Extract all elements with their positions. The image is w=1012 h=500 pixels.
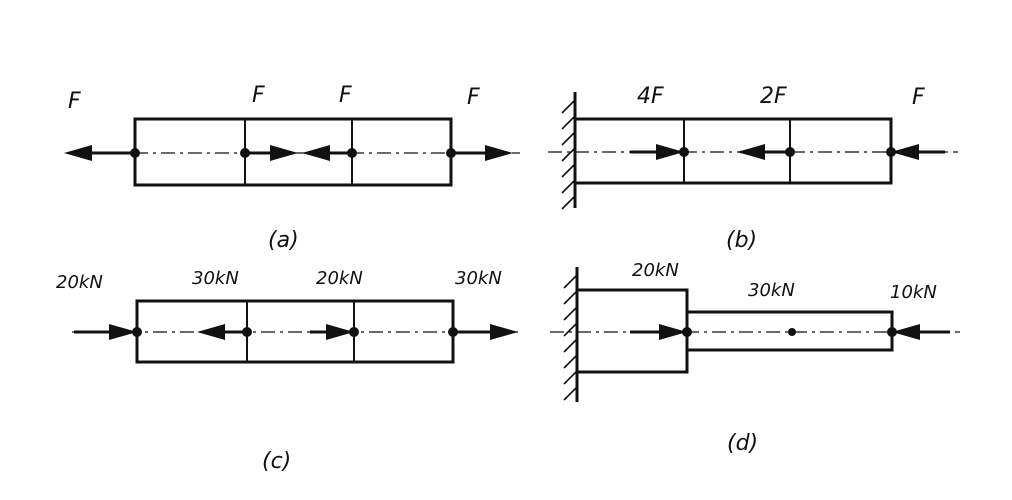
caption-a: (a) <box>268 228 299 253</box>
force-label-d-3: 10kN <box>890 282 937 303</box>
force-arrow-a-3 <box>302 145 352 161</box>
load-point-b-2 <box>785 147 795 157</box>
load-point-b-1 <box>679 147 689 157</box>
load-point-a-4 <box>446 148 456 158</box>
force-arrow-d-2 <box>892 324 950 340</box>
bar-b <box>573 117 893 185</box>
fixed-support-d <box>563 267 579 402</box>
panel-a: F F F F (a) <box>64 83 520 253</box>
force-arrow-a-2 <box>245 145 298 161</box>
caption-c: (c) <box>262 449 291 474</box>
force-label-b-2: 2F <box>760 84 787 109</box>
caption-d: (d) <box>727 431 758 456</box>
force-arrow-c-4 <box>453 324 518 340</box>
force-arrow-a-4 <box>451 145 513 161</box>
force-label-b-1: 4F <box>637 84 664 109</box>
panel-d: 20kN 30kN 10kN (d) <box>550 260 960 456</box>
load-point-d-1 <box>682 327 692 337</box>
force-arrow-b-1 <box>630 144 684 160</box>
force-label-d-1: 20kN <box>632 260 679 281</box>
load-point-c-1 <box>132 327 142 337</box>
force-label-a-2: F <box>252 83 265 108</box>
load-point-a-3 <box>347 148 357 158</box>
load-point-c-2 <box>242 327 252 337</box>
load-point-c-4 <box>448 327 458 337</box>
force-label-a-1: F <box>68 89 81 114</box>
fixed-support-b <box>561 92 577 210</box>
force-label-c-2: 30kN <box>192 268 239 289</box>
load-point-c-3 <box>349 327 359 337</box>
force-label-c-3: 20kN <box>316 268 363 289</box>
force-label-a-3: F <box>339 83 352 108</box>
load-point-d-2 <box>788 328 796 336</box>
force-arrow-d-1 <box>630 324 687 340</box>
force-arrow-c-1 <box>74 324 137 340</box>
load-point-a-1 <box>130 148 140 158</box>
force-arrow-a-1 <box>64 145 135 161</box>
load-point-a-2 <box>240 148 250 158</box>
force-label-c-4: 30kN <box>455 268 502 289</box>
force-arrow-c-2 <box>197 324 247 340</box>
panel-b: 4F 2F F (b) <box>548 84 958 253</box>
load-point-d-3 <box>887 327 897 337</box>
load-point-b-3 <box>886 147 896 157</box>
force-label-c-1: 20kN <box>56 272 103 293</box>
force-arrow-b-3 <box>891 144 945 160</box>
force-arrow-c-3 <box>310 324 354 340</box>
panel-c: 20kN 30kN 20kN 30kN (c) <box>56 268 522 474</box>
force-label-d-2: 30kN <box>748 280 795 301</box>
force-label-a-4: F <box>467 85 480 110</box>
force-label-b-3: F <box>912 85 925 110</box>
caption-b: (b) <box>726 228 757 253</box>
force-arrow-b-2 <box>737 144 790 160</box>
